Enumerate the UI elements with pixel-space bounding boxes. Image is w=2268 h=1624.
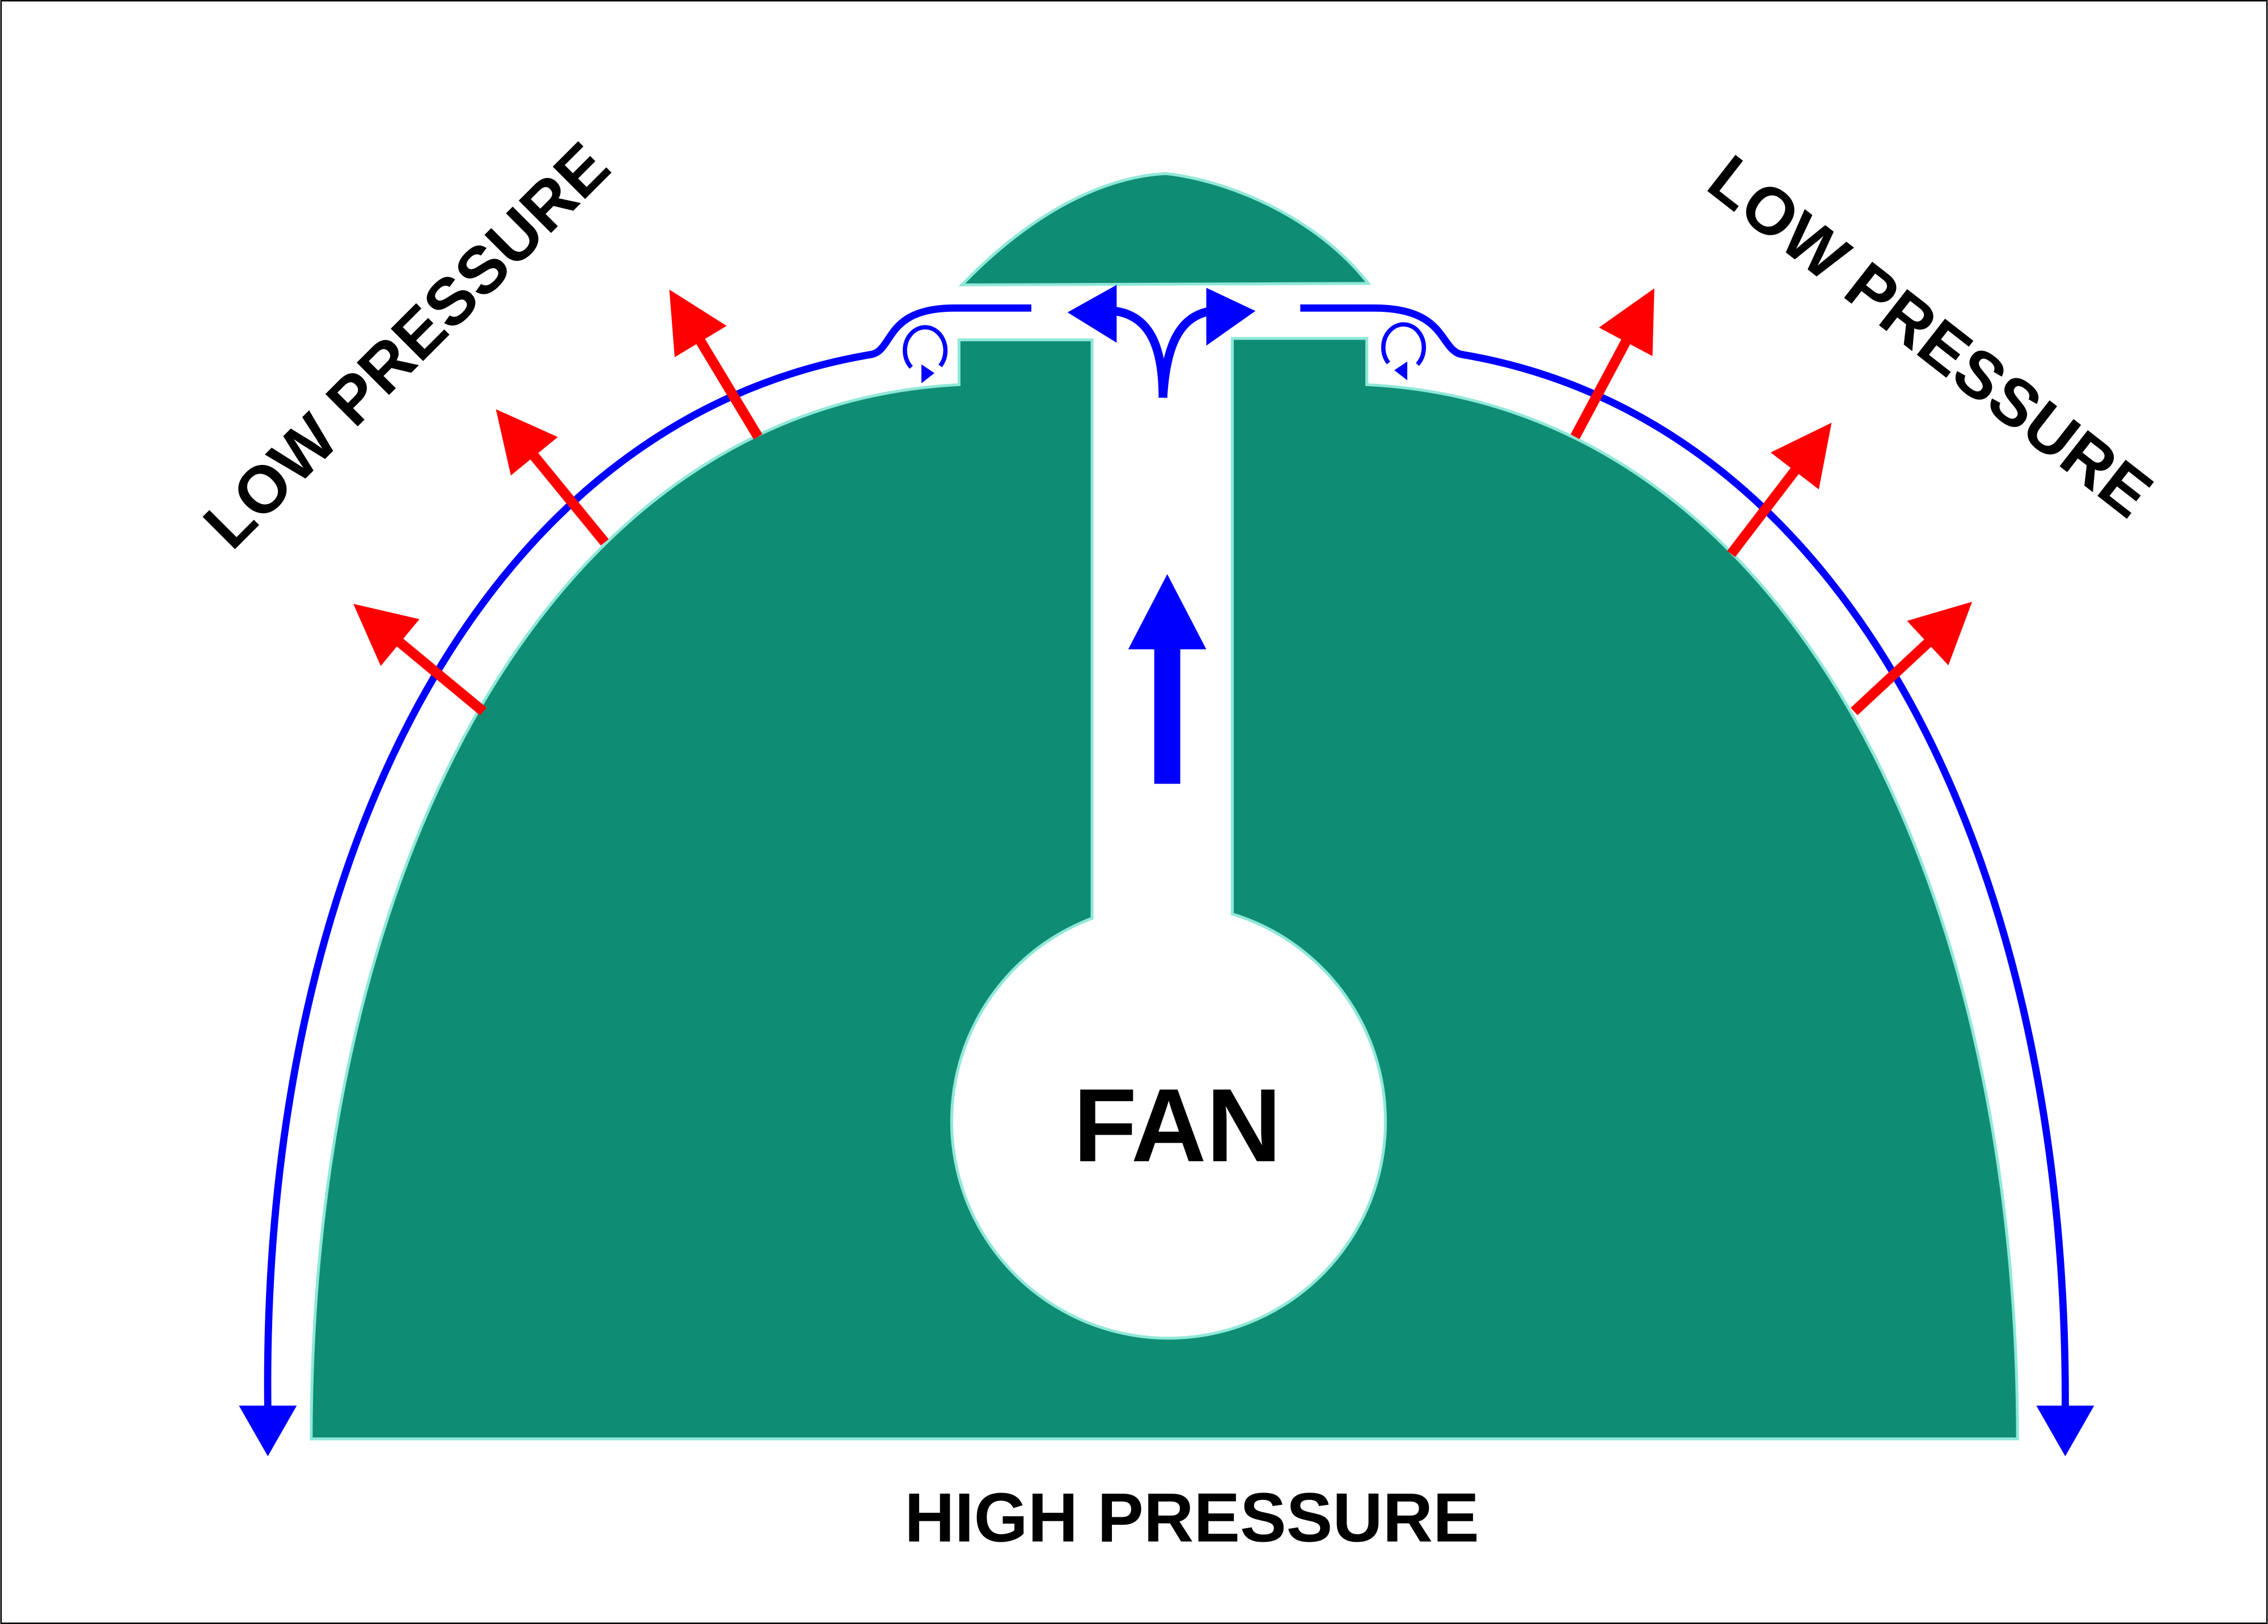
dome-body [310,337,2019,1441]
red-arrow [496,409,609,546]
top-cap [958,172,1372,286]
high-pressure-label: HIGH PRESSURE [904,1479,1479,1557]
up-arrow [1128,574,1207,784]
vortex-right-icon [1381,322,1426,380]
fan-label: FAN [1073,1067,1281,1183]
red-arrow [353,603,487,716]
red-arrow [669,289,763,439]
red-arrow [1727,422,1832,557]
airflow-left [239,304,1031,1457]
red-arrow [1850,602,1973,716]
split-arrows [1067,285,1256,398]
pressure-arrows [353,288,1973,716]
airflow-right [1300,304,2094,1457]
vortex-left-icon [903,325,948,383]
red-arrow [1570,288,1655,439]
